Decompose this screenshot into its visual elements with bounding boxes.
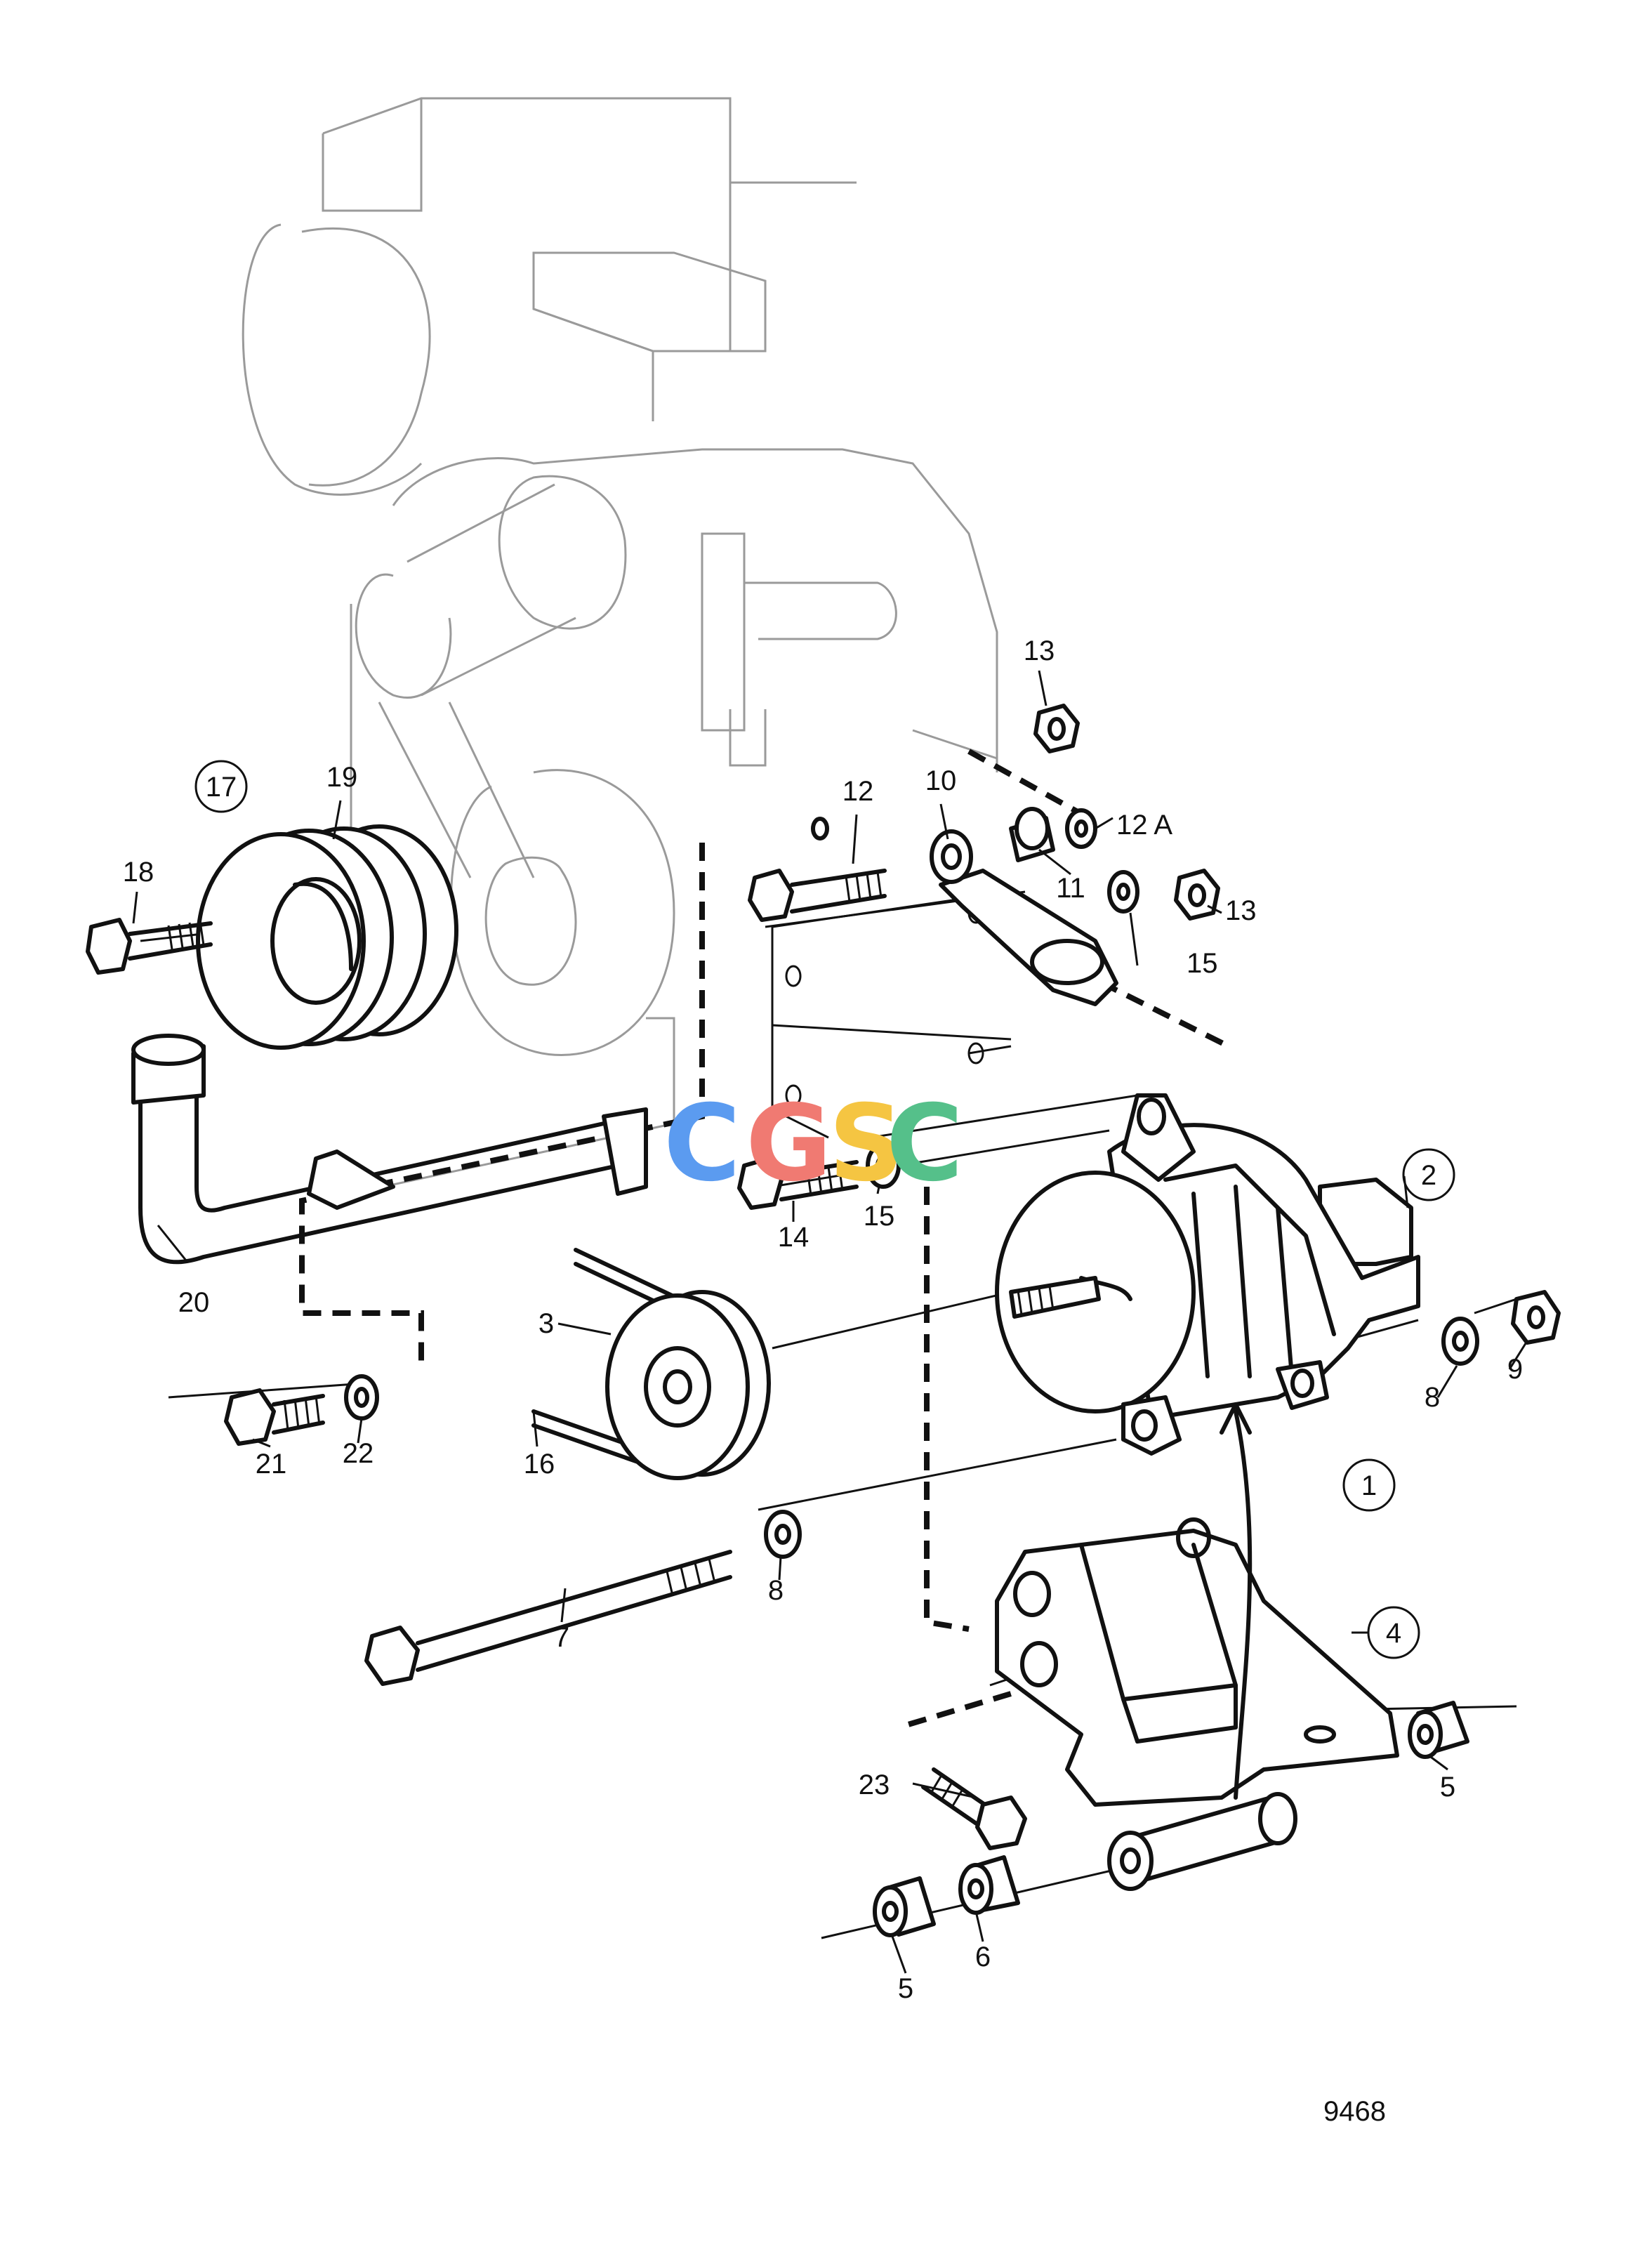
spacer-11 — [1009, 807, 1055, 862]
screw-23 — [921, 1767, 1027, 1850]
bushing-5-left — [873, 1876, 936, 1937]
part-labels: 17 19 18 12 10 12 A 11 13 13 15 14 15 2 … — [123, 635, 1523, 2004]
bolt-7 — [364, 1550, 732, 1686]
label-5-left: 5 — [898, 1973, 913, 2004]
watermark-letter-3: S — [828, 1083, 904, 1205]
label-15-lower: 15 — [864, 1201, 895, 1232]
bushing-5-right — [1408, 1701, 1469, 1759]
label-10: 10 — [925, 765, 957, 796]
crankshaft-pulley — [196, 824, 458, 1050]
bolt-21 — [224, 1388, 325, 1446]
engine-block-outline — [242, 97, 998, 1195]
label-6: 6 — [975, 1942, 991, 1972]
label-11: 11 — [1056, 873, 1085, 904]
sleeve-6 — [958, 1855, 1020, 1915]
bolt-12 — [748, 817, 887, 922]
label-18: 18 — [123, 857, 154, 888]
label-14: 14 — [778, 1222, 810, 1253]
label-13-upper: 13 — [1024, 635, 1055, 666]
washer-22 — [344, 1374, 379, 1421]
label-8-left: 8 — [768, 1575, 784, 1606]
label-12a: 12 A — [1116, 810, 1172, 841]
washer-12a — [1065, 808, 1097, 849]
label-3: 3 — [538, 1308, 554, 1339]
washer-8-left — [764, 1510, 802, 1559]
label-19: 19 — [326, 762, 358, 793]
assembly-lines — [299, 749, 1230, 1730]
washer-15-upper — [1107, 870, 1139, 914]
label-8-right: 8 — [1425, 1382, 1440, 1413]
label-7: 7 — [554, 1622, 569, 1653]
label-22: 22 — [343, 1438, 374, 1469]
watermark-letter-4: C — [886, 1083, 963, 1205]
alignment-lines — [140, 890, 1517, 1939]
label-5-right: 5 — [1440, 1772, 1455, 1803]
idler-pulley — [531, 1248, 771, 1480]
watermark: C G S C — [663, 1083, 963, 1205]
alternator-bracket — [995, 1517, 1399, 1807]
nut-9 — [1511, 1290, 1561, 1345]
label-1: 1 — [1361, 1470, 1377, 1501]
label-4: 4 — [1386, 1618, 1401, 1649]
callout-leaders — [132, 670, 1528, 1974]
adjusting-link — [930, 829, 1118, 1006]
label-16: 16 — [524, 1449, 555, 1480]
label-17: 17 — [206, 772, 237, 803]
oil-tube — [131, 1034, 648, 1265]
nut-13-lower — [1174, 869, 1220, 921]
bolt-14 — [737, 1157, 859, 1210]
nut-13-upper — [1033, 704, 1080, 753]
washer-8-right — [1441, 1317, 1479, 1366]
watermark-letter-2: G — [746, 1083, 832, 1205]
label-20: 20 — [178, 1287, 210, 1318]
label-2: 2 — [1421, 1160, 1436, 1191]
label-13-lower: 13 — [1225, 895, 1257, 926]
drawing-number: 9468 — [1323, 2096, 1386, 2127]
label-21: 21 — [256, 1449, 287, 1480]
label-12: 12 — [842, 776, 874, 807]
bolt-18 — [86, 918, 213, 975]
label-23: 23 — [859, 1770, 890, 1800]
label-15-upper: 15 — [1187, 948, 1218, 979]
washer-15-lower — [866, 1142, 901, 1189]
label-9: 9 — [1507, 1354, 1523, 1385]
alternator — [995, 1093, 1420, 1456]
assembly-arrow — [1220, 1402, 1253, 1800]
mount-tube — [1107, 1792, 1297, 1891]
watermark-letter-1: C — [663, 1083, 741, 1205]
